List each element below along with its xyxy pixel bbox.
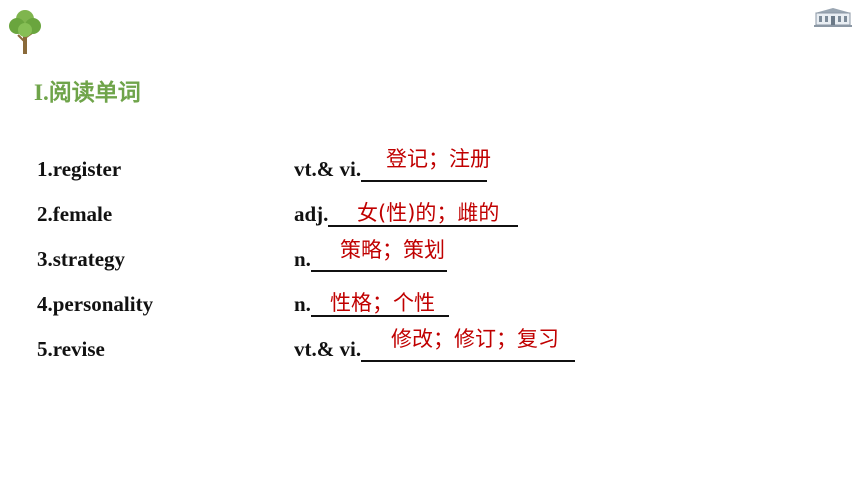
vocab-definition-line: n. [294,287,449,317]
vocab-row-2: 2.female adj. 女(性)的；雌的 [0,191,860,227]
answer-blank [310,287,449,317]
vocab-definition-line: vt.& vi. [294,332,576,362]
vocab-answer: 策略；策划 [340,238,445,262]
vocab-definition-line: adj. [294,197,519,227]
vocab-answer: 女(性)的；雌的 [357,201,500,225]
vocab-row-5: 5.revise vt.& vi. 修改；修订；复习 [0,326,860,362]
part-of-speech: vt.& vi. [294,337,362,361]
vocab-word: 5.revise [37,337,105,361]
vocab-answer: 登记；注册 [386,147,491,171]
vocab-definition-line: vt.& vi. [294,152,488,182]
part-of-speech: n. [294,292,311,316]
vocab-word: 3.strategy [37,247,126,271]
part-of-speech: n. [294,247,311,271]
part-of-speech: adj. [294,202,329,226]
vocab-answer: 性格；个性 [330,291,435,315]
answer-blank [310,242,447,272]
building-icon [814,8,852,27]
section-title: I.阅读单词 [34,80,141,105]
answer-blank [361,152,488,182]
part-of-speech: vt.& vi. [294,157,362,181]
vocab-definition-line: n. [294,242,447,272]
tree-icon [9,10,41,54]
answer-blank [361,332,576,362]
vocab-row-4: 4.personality n. 性格；个性 [0,281,860,317]
answer-blank [328,197,519,227]
vocab-word: 4.personality [37,292,154,316]
vocab-word: 1.register [37,157,122,181]
vocab-row-1: 1.register vt.& vi. 登记；注册 [0,146,860,182]
vocab-word: 2.female [37,202,113,226]
vocab-row-3: 3.strategy n. 策略；策划 [0,236,860,272]
vocab-answer: 修改；修订；复习 [391,327,559,351]
